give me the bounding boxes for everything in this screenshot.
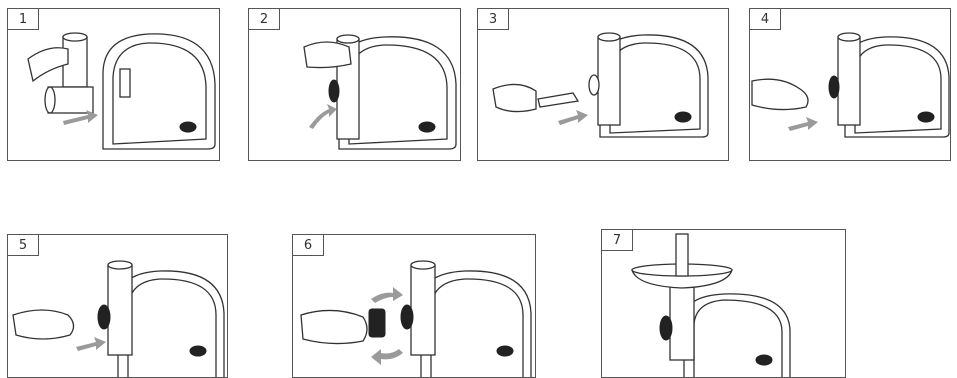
step-panel-6: 6	[292, 234, 536, 378]
step-panel-7: 7	[601, 229, 846, 378]
step-panel-4: 4	[749, 8, 951, 161]
grinder-illustration	[750, 9, 951, 161]
grinder-illustration	[249, 9, 461, 161]
step-panel-3: 3	[477, 8, 729, 161]
grinder-illustration	[8, 9, 220, 161]
step-panel-5: 5	[7, 234, 228, 378]
grinder-illustration	[293, 235, 536, 378]
grinder-illustration	[478, 9, 729, 161]
step-panel-2: 2	[248, 8, 461, 161]
grinder-illustration	[602, 230, 846, 378]
step-panel-1: 1	[7, 8, 220, 161]
grinder-illustration	[8, 235, 228, 378]
